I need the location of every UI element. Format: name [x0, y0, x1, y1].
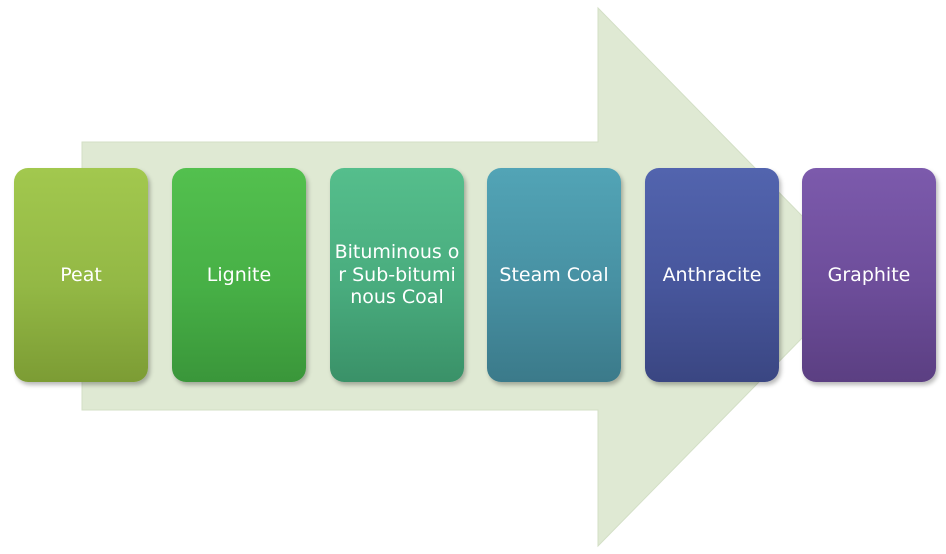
stage-anthracite: Anthracite — [645, 168, 779, 382]
stage-graphite: Graphite — [802, 168, 936, 382]
stage-label-graphite: Graphite — [827, 263, 911, 286]
stage-label-steam-coal: Steam Coal — [499, 263, 609, 286]
stage-steam-coal: Steam Coal — [487, 168, 621, 382]
stage-lignite: Lignite — [172, 168, 306, 382]
stage-label-peat: Peat — [60, 263, 102, 286]
stage-bituminous-coal: Bituminous or Sub-bituminous Coal — [330, 168, 464, 382]
stage-label-lignite: Lignite — [206, 263, 272, 286]
stage-label-anthracite: Anthracite — [662, 263, 762, 286]
progression-arrow-shape — [81, 6, 863, 548]
stage-label-bituminous-coal: Bituminous or Sub-bituminous Coal — [334, 240, 460, 309]
stage-peat: Peat — [14, 168, 148, 382]
